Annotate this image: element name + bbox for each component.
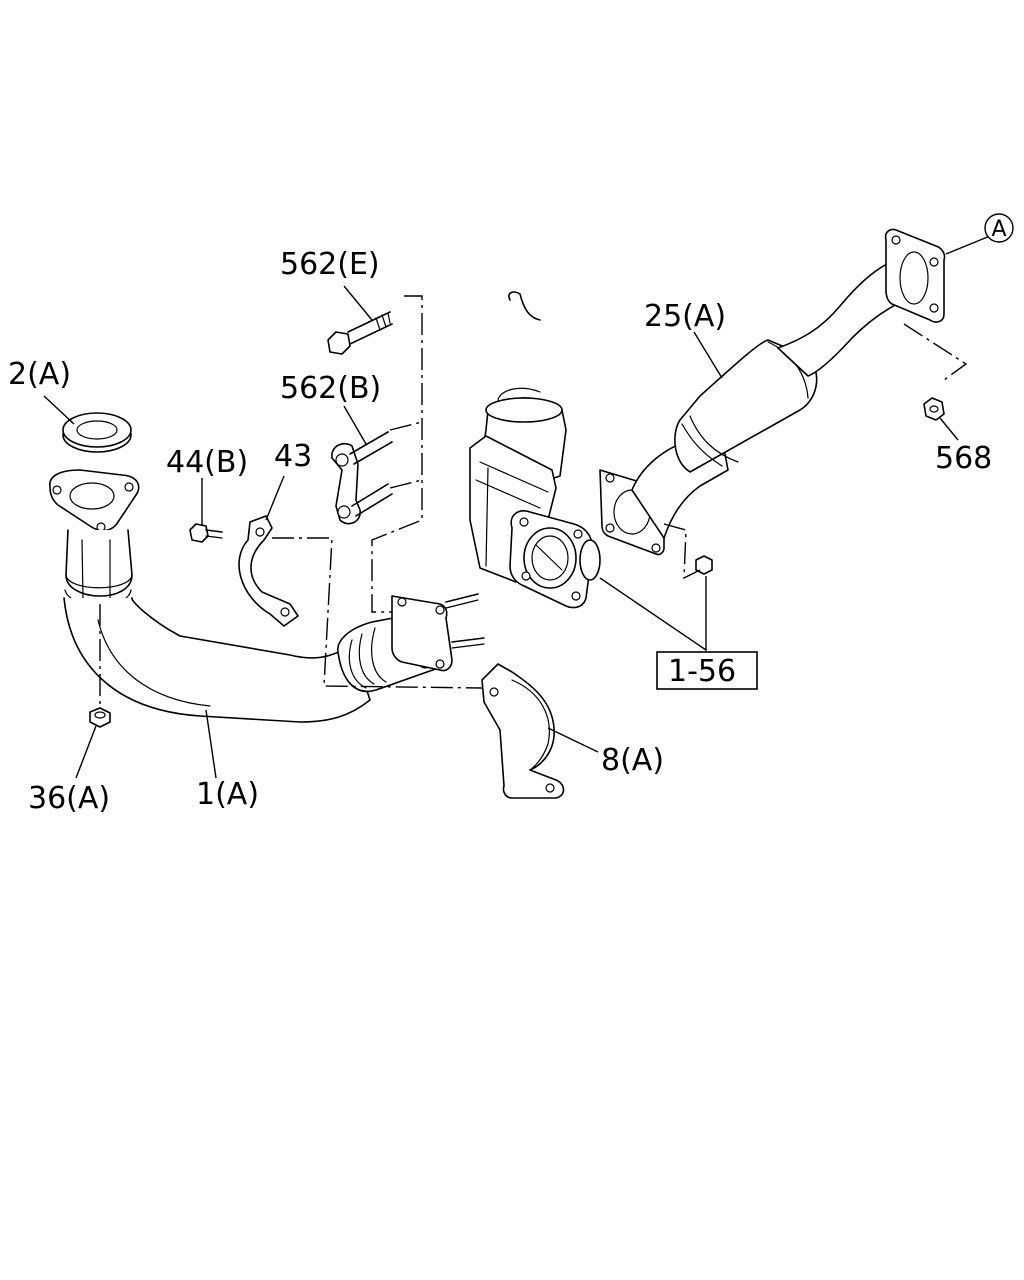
- circled-marker: A: [984, 213, 1014, 243]
- label-2a: 2(A): [8, 357, 71, 392]
- exhaust-brake-valve: [469, 291, 713, 609]
- rear-exhaust-pipe: [631, 228, 946, 539]
- label-36a: 36(A): [28, 781, 110, 816]
- label-8a: 8(A): [601, 743, 664, 778]
- label-562e: 562(E): [280, 247, 380, 282]
- label-43: 43: [274, 439, 312, 474]
- flange-nut: [89, 707, 111, 728]
- label-25a: 25(A): [644, 299, 726, 334]
- reference-box: 1-56: [656, 651, 758, 690]
- long-bolt: [327, 311, 393, 355]
- reference-box-text: 1-56: [668, 654, 736, 689]
- hanger-bolt: [189, 523, 223, 543]
- label-562b: 562(B): [280, 371, 381, 406]
- support-bracket: [481, 663, 565, 799]
- label-44b: 44(B): [166, 445, 248, 480]
- exhaust-gasket: [62, 412, 132, 453]
- leader-lines: [43, 235, 991, 779]
- circled-marker-text: A: [991, 217, 1006, 242]
- label-568: 568: [935, 441, 992, 476]
- stud-bolt-set: [331, 431, 393, 525]
- assembly-lines: [99, 295, 968, 708]
- hanger-bracket: [238, 515, 299, 627]
- label-1a: 1(A): [196, 777, 259, 812]
- front-exhaust-pipe: [49, 469, 485, 723]
